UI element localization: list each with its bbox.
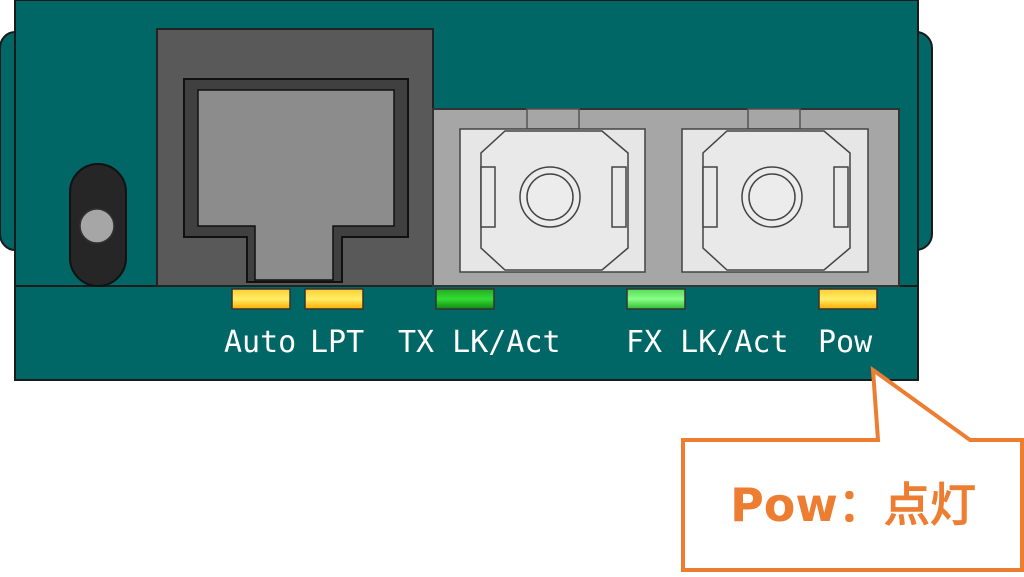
led-label-pow: Pow <box>818 325 873 360</box>
fiber-ports <box>432 108 900 287</box>
led-tx-lk-act <box>435 288 495 310</box>
fiber-connector-fx <box>681 128 869 273</box>
led-label-tx-lk-act: TX LK/Act <box>398 325 561 360</box>
led-label-fx-lk-act: FX LK/Act <box>626 325 789 360</box>
callout-text: Pow：点灯 <box>730 478 976 532</box>
led-label-lpt: LPT <box>310 325 365 360</box>
led-pow <box>818 288 878 310</box>
screw <box>79 208 115 244</box>
fiber-connector-tx <box>459 128 646 273</box>
led-lpt <box>304 288 364 310</box>
led-auto <box>231 288 291 310</box>
rj45-port <box>156 28 434 287</box>
led-fx-lk-act <box>626 288 686 310</box>
led-label-auto: Auto <box>224 325 297 360</box>
callout-bubble <box>681 365 1024 572</box>
